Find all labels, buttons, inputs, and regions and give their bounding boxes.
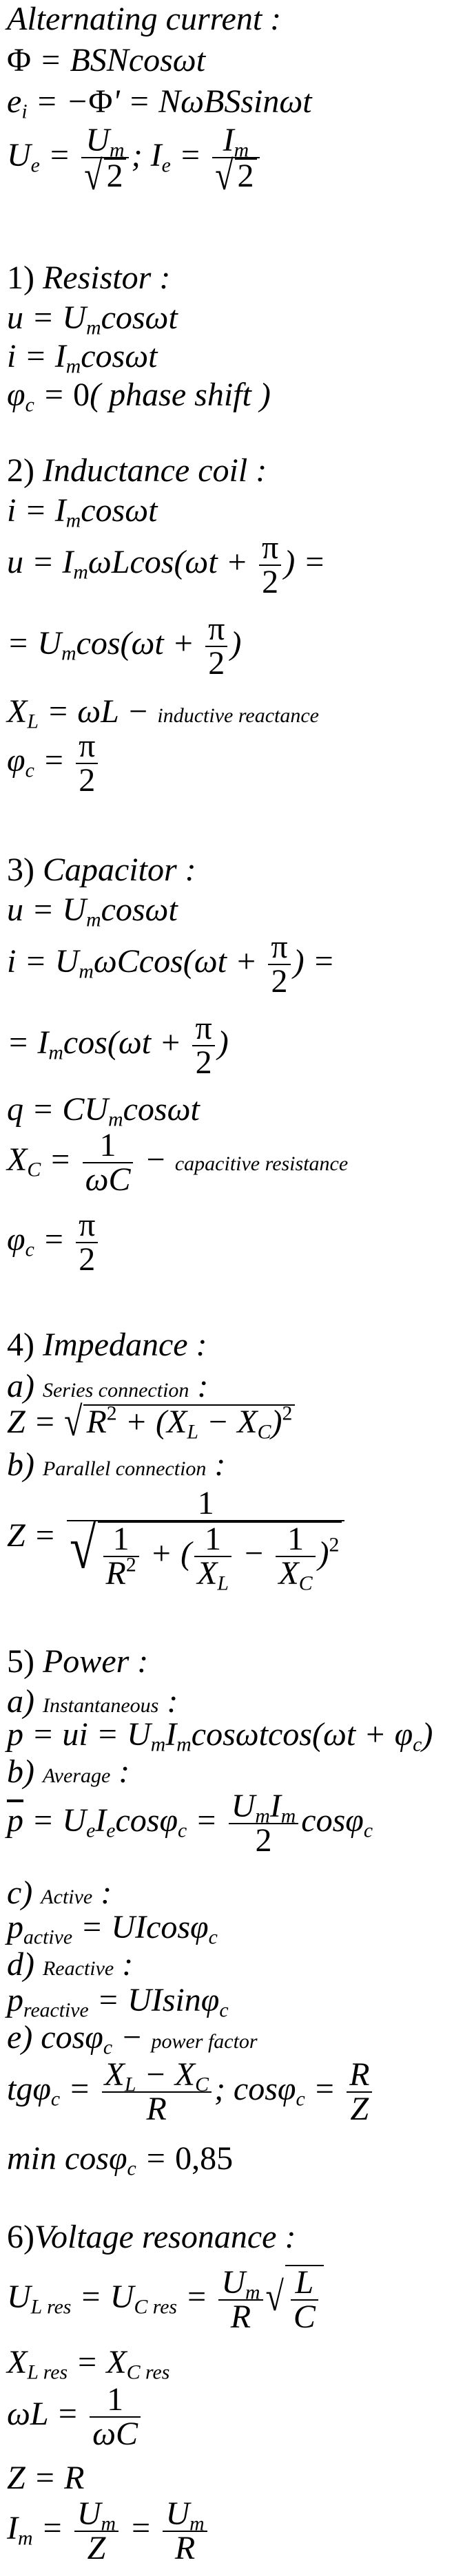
effective-values: Ue = Um√2; Ie = Im√2 [7,124,262,196]
instantaneous-text: Instantaneous [42,1694,159,1717]
resistor-title: 1) Resistor : [7,260,171,296]
active-power: pactive = UIcosφc [7,1909,218,1949]
active-label: c) Active : [7,1875,112,1911]
average-text: Average [42,1764,111,1787]
capacitive-resistance-label: capacitive resistance [174,1152,349,1176]
resonance-reactances: XL res = XC res [7,2344,170,2384]
emf-formula: ei = −Φ' = NωBSsinωt [7,83,312,123]
resistor-voltage: u = Umcosωt [7,299,178,339]
instantaneous-power: p = ui = UmImcosωtcos(ωt + φc) [7,1716,433,1756]
impedance-title: 4) Impedance : [7,1327,207,1363]
instantaneous-label: a) Instantaneous : [7,1683,178,1720]
series-impedance: Z = √R2 + (XL − XC)2 [7,1401,296,1442]
inductance-title: 2) Inductance coil : [7,452,267,489]
series-connection-text: Series connection [42,1379,189,1402]
heading: Alternating current : [7,1,282,37]
reactive-label: d) Reactive : [7,1946,134,1983]
average-label: b) Average : [7,1753,130,1790]
power-factor-line: e) cosφc − power factor [7,2019,258,2059]
active-text: Active [41,1886,93,1908]
flux-formula: Φ = BSNcosωt [7,42,206,78]
capacitor-charge: q = CUmcosωt [7,1091,200,1131]
inductive-reactance: XL = ωL − inductive reactance [7,693,319,733]
series-label: a) Series connection : [7,1368,209,1404]
parallel-connection-text: Parallel connection [42,1457,207,1480]
resistor-current: i = Imcosωt [7,338,158,378]
parallel-label: b) Parallel connection : [7,1446,226,1483]
inductive-reactance-label: inductive reactance [157,704,319,727]
phase-shift-label: phase shift [109,377,251,413]
power-title: 5) Power : [7,1643,149,1680]
reactive-text: Reactive [42,1957,114,1980]
capacitor-voltage: u = Umcosωt [7,891,178,931]
reactive-power: preactive = UIsinφc [7,1982,229,2022]
heading-text: Alternating current [7,1,262,37]
capacitor-title: 3) Capacitor : [7,852,196,888]
resonance-impedance: Z = R [7,2460,85,2496]
resistor-phase: φc = 0( phase shift ) [7,377,271,416]
inductance-current: i = Imcosωt [7,492,158,532]
min-power-factor: min cosφc = 0,85 [7,2140,234,2180]
power-factor-text: power factor [151,2030,258,2053]
resonance-title: 6)Voltage resonance : [7,2219,296,2255]
